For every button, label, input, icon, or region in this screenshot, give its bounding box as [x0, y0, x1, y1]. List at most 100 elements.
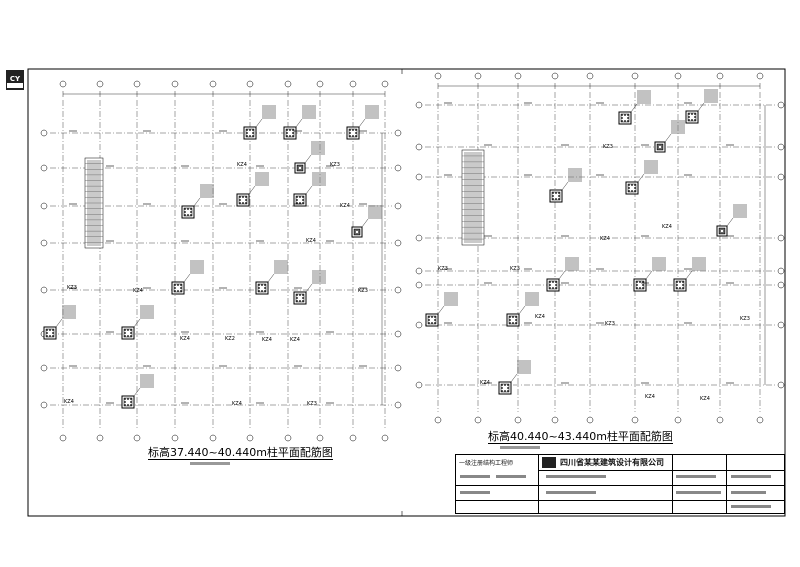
- svg-text:CY: CY: [10, 75, 21, 83]
- tb-placeholder: [460, 475, 490, 478]
- left-plan-note: [190, 462, 230, 465]
- axis-bubble: [40, 286, 48, 294]
- rebar-dot: [621, 114, 623, 116]
- rebar-dot: [657, 146, 659, 148]
- rebar-dot: [434, 316, 436, 318]
- rebar-dot: [302, 294, 304, 296]
- axis-bubble: [674, 416, 682, 424]
- axis-bubble: [434, 72, 442, 80]
- leader-line: [358, 118, 366, 128]
- rebar-dot: [302, 300, 304, 302]
- rebar-dot: [354, 231, 356, 233]
- axis-bubble: [551, 416, 559, 424]
- axis-bubble: [586, 416, 594, 424]
- rebar-dot: [682, 284, 684, 286]
- rebar-dot: [302, 199, 304, 201]
- column-stirrup: [285, 128, 295, 138]
- column-stirrup: [548, 280, 558, 290]
- rebar-dot: [261, 290, 263, 292]
- column-section: [716, 225, 728, 237]
- rebar-dot: [558, 192, 560, 194]
- rebar-dot: [49, 329, 51, 331]
- rebar-dot: [187, 214, 189, 216]
- rebar-dot: [261, 284, 263, 286]
- axis-bubble: [415, 381, 423, 389]
- column-annotation-text: [568, 168, 582, 182]
- rebar-dot: [636, 281, 638, 283]
- column-stirrup: [353, 228, 361, 236]
- rebar-dot: [679, 287, 681, 289]
- rebar-dot: [642, 284, 644, 286]
- column-stirrup: [551, 191, 561, 201]
- rebar-dot: [661, 148, 663, 150]
- rebar-dot: [558, 198, 560, 200]
- rebar-dot: [631, 184, 633, 186]
- rebar-dot: [355, 132, 357, 134]
- table-text-block: [464, 152, 482, 243]
- rebar-dot: [558, 195, 560, 197]
- leader-line: [305, 283, 313, 293]
- rebar-dot: [515, 322, 517, 324]
- axis-bubble: [415, 173, 423, 181]
- rebar-dot: [130, 404, 132, 406]
- leader-line: [248, 185, 256, 195]
- axis-bubble: [394, 202, 402, 210]
- rebar-dot: [124, 398, 126, 400]
- column-label: KZ4: [535, 314, 545, 320]
- rebar-dot: [184, 214, 186, 216]
- column-annotation-text: [637, 90, 651, 104]
- tb-placeholder: [731, 505, 771, 508]
- column-section: [351, 226, 363, 238]
- column-stirrup: [245, 128, 255, 138]
- rebar-dot: [628, 184, 630, 186]
- column-label: KZ4: [180, 336, 190, 342]
- leader-line: [510, 373, 518, 383]
- rebar-dot: [289, 129, 291, 131]
- rebar-dot: [642, 281, 644, 283]
- axis-bubble: [40, 202, 48, 210]
- leader-line: [630, 103, 638, 113]
- column-stirrup: [238, 195, 248, 205]
- axis-bubble: [777, 143, 785, 151]
- axis-bubble: [415, 281, 423, 289]
- leader-line: [183, 273, 191, 283]
- rebar-dot: [296, 196, 298, 198]
- axis-bubble: [415, 143, 423, 151]
- right-plan-title: 标高40.440~43.440m柱平面配筋图: [488, 430, 673, 444]
- rebar-dot: [355, 135, 357, 137]
- axis-bubble: [209, 80, 217, 88]
- axis-bubble: [415, 321, 423, 329]
- rebar-dot: [49, 335, 51, 337]
- rebar-dot: [624, 114, 626, 116]
- axis-bubble: [777, 267, 785, 275]
- axis-bubble: [474, 416, 482, 424]
- rebar-dot: [634, 187, 636, 189]
- axis-bubble: [394, 330, 402, 338]
- leader-line: [133, 318, 141, 328]
- rebar-dot: [258, 290, 260, 292]
- column-label: KZ4: [662, 224, 672, 230]
- rebar-dot: [249, 129, 251, 131]
- rebar-dot: [292, 129, 294, 131]
- rebar-dot: [242, 202, 244, 204]
- column-label: KZ4: [700, 396, 710, 402]
- rebar-dot: [509, 316, 511, 318]
- rebar-dot: [555, 192, 557, 194]
- rebar-dot: [555, 287, 557, 289]
- axis-bubble: [514, 72, 522, 80]
- rebar-dot: [299, 196, 301, 198]
- rebar-dot: [628, 190, 630, 192]
- rebar-dot: [264, 284, 266, 286]
- rebar-dot: [657, 148, 659, 150]
- leader-line: [55, 318, 63, 328]
- rebar-dot: [130, 398, 132, 400]
- column-annotation-text: [190, 260, 204, 274]
- rebar-dot: [627, 117, 629, 119]
- rebar-dot: [299, 202, 301, 204]
- rebar-dot: [127, 329, 129, 331]
- column-stirrup: [123, 397, 133, 407]
- rebar-dot: [719, 230, 721, 232]
- rebar-dot: [349, 132, 351, 134]
- axis-bubble: [316, 80, 324, 88]
- rebar-dot: [297, 167, 299, 169]
